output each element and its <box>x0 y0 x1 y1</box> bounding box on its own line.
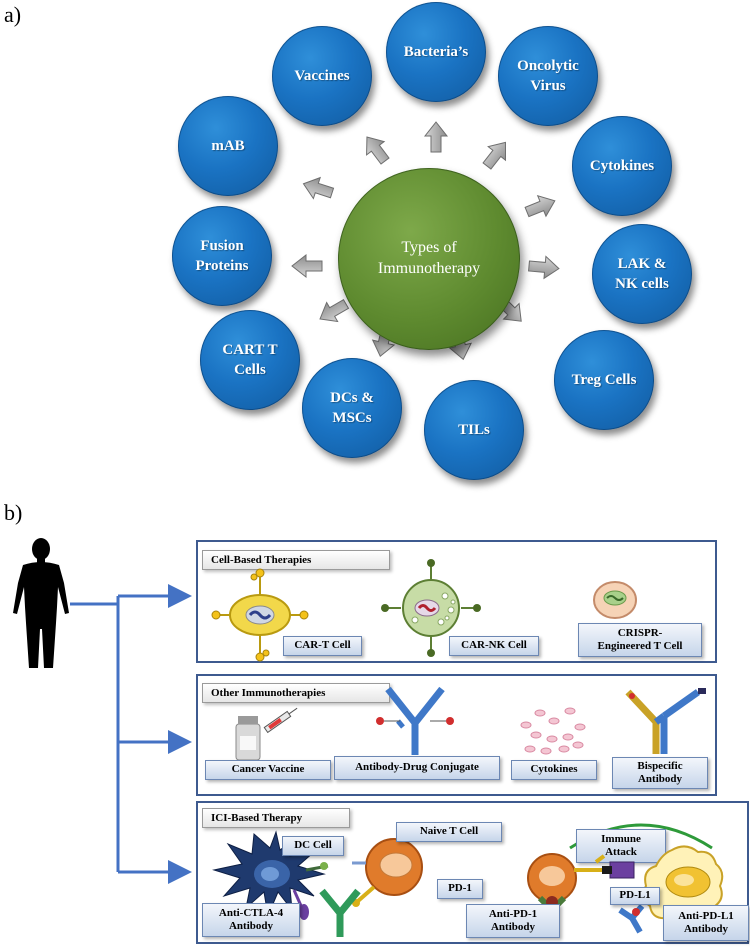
other-immunotherapies-title: Other Immunotherapies <box>202 683 390 703</box>
node-cytokines: Cytokines <box>572 116 672 216</box>
anti-ctla4-antibody-label: Anti-CTLA-4 Antibody <box>202 903 300 937</box>
node-tils: TILs <box>424 380 524 480</box>
dc-cell-label: DC Cell <box>282 836 344 856</box>
dc-cell-illustration <box>212 830 329 920</box>
node-vaccines: Vaccines <box>272 26 372 126</box>
node-fusion-proteins: Fusion Proteins <box>172 206 272 306</box>
node-oncolytic-virus: Oncolytic Virus <box>498 26 598 126</box>
bispecific-antibody-label: Bispecific Antibody <box>612 757 708 789</box>
bispecific-antibody-illustration <box>625 688 706 754</box>
pdl1-label: PD-L1 <box>610 887 660 905</box>
car-t-cell-label: CAR-T Cell <box>283 636 362 656</box>
node-lak-nk-cells: LAK & NK cells <box>592 224 692 324</box>
anti-pd1-antibody-label: Anti-PD-1 Antibody <box>466 904 560 938</box>
cell-based-therapies-title: Cell-Based Therapies <box>202 550 390 570</box>
crispr-t-cell-label: CRISPR- Engineered T Cell <box>578 623 702 657</box>
car-nk-cell-illustration <box>381 559 481 657</box>
node-cart-t-cells: CART T Cells <box>200 310 300 410</box>
node-bacteria: Bacteria’s <box>386 2 486 102</box>
cancer-vaccine-illustration <box>235 707 298 761</box>
car-nk-cell-label: CAR-NK Cell <box>449 636 539 656</box>
pd1-label: PD-1 <box>437 879 483 899</box>
center-types-of-immunotherapy: Types of Immunotherapy <box>338 168 520 350</box>
naive-t-cell-illustration <box>352 838 423 907</box>
cytokines-illustration <box>520 707 586 755</box>
cancer-vaccine-label: Cancer Vaccine <box>205 760 331 780</box>
antibody-drug-conjugate-label: Antibody-Drug Conjugate <box>334 756 500 780</box>
human-silhouette <box>13 538 69 668</box>
crispr-t-cell-illustration <box>593 581 637 619</box>
antibody-drug-conjugate-illustration <box>376 686 454 755</box>
ici-based-therapy-title: ICI-Based Therapy <box>202 808 350 828</box>
node-treg-cells: Treg Cells <box>554 330 654 430</box>
node-mab: mAB <box>178 96 278 196</box>
naive-t-cell-label: Naive T Cell <box>396 822 502 842</box>
cytokines-label: Cytokines <box>511 760 597 780</box>
pd1-pdl1-interaction-illustration <box>527 845 724 934</box>
car-t-cell-illustration <box>211 568 309 662</box>
node-dcs-mscs: DCs & MSCs <box>302 358 402 458</box>
panel-a-label: a) <box>4 2 22 27</box>
panel-b-label: b) <box>4 500 23 525</box>
anti-ctla4-antibody-illustration <box>319 888 361 937</box>
anti-pdl1-antibody-label: Anti-PD-L1 Antibody <box>663 905 749 941</box>
